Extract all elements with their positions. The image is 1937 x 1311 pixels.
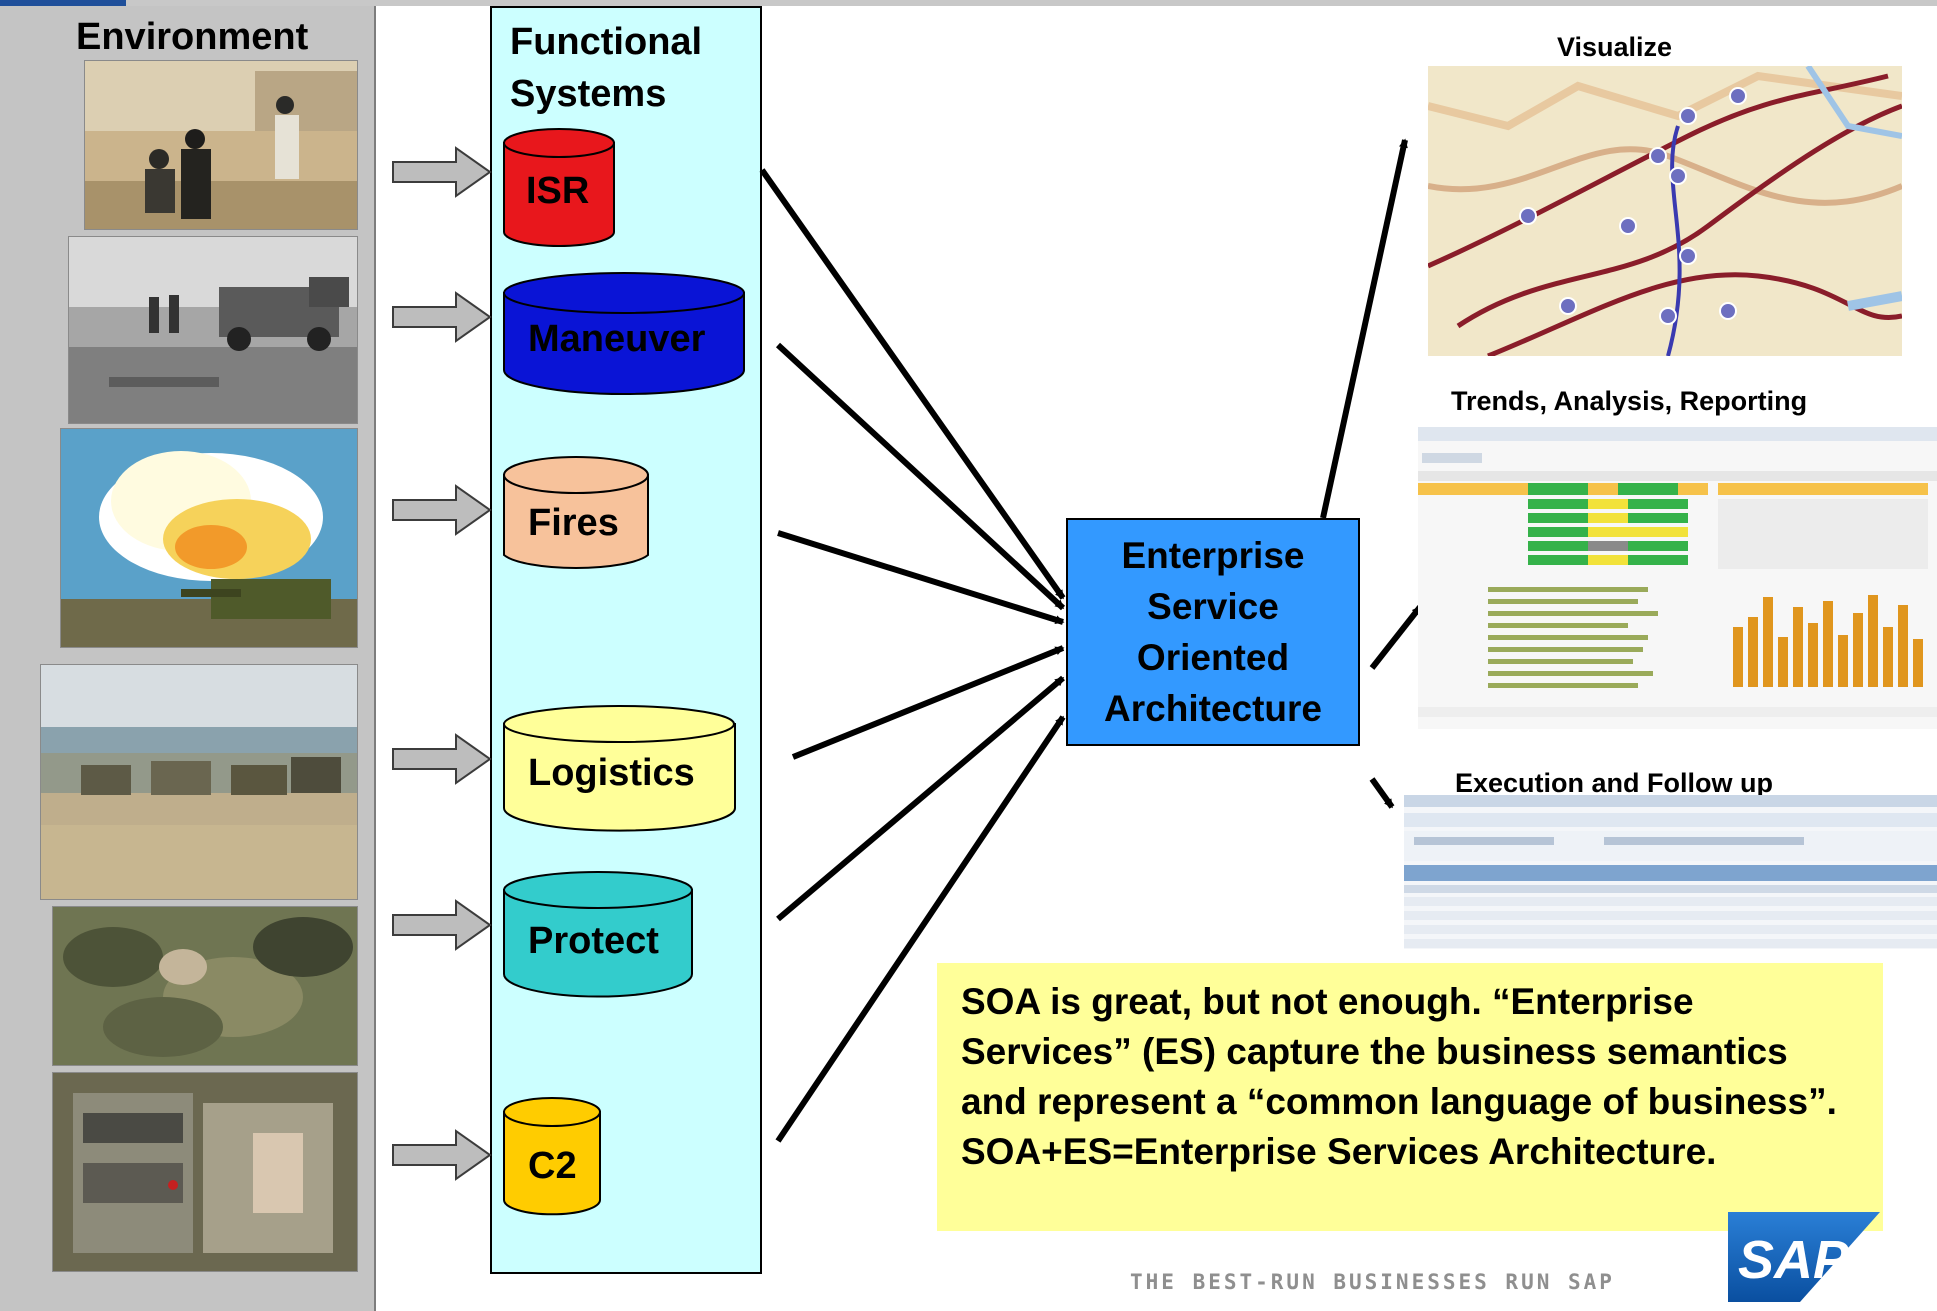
cylinder-c2-label: C2 bbox=[528, 1145, 577, 1187]
map-screenshot bbox=[1428, 66, 1902, 356]
input-arrows bbox=[392, 146, 492, 1181]
environment-photo-vehicles bbox=[40, 664, 358, 900]
arrow-esoa-to-visualize bbox=[1320, 138, 1408, 519]
cylinder-protect-label: Protect bbox=[528, 920, 659, 962]
cylinder-isr-label: ISR bbox=[526, 170, 590, 212]
arrow-esoa-to-execution bbox=[1369, 777, 1395, 809]
environment-photo-camouflage bbox=[52, 906, 358, 1066]
execution-screenshot bbox=[1404, 795, 1937, 949]
analytics-screenshot bbox=[1418, 427, 1937, 729]
input-arrow-maneuver bbox=[392, 291, 492, 343]
svg-text:SAP: SAP bbox=[1738, 1230, 1850, 1290]
functional-systems-title-line1: Functional bbox=[510, 21, 703, 63]
environment-photo-soldiers bbox=[84, 60, 358, 230]
soa-callout: SOA is great, but not enough. “Enterpris… bbox=[937, 963, 1883, 1231]
functional-systems-title-line2: Systems bbox=[510, 73, 667, 115]
top-bar bbox=[0, 0, 1937, 6]
environment-title: Environment bbox=[76, 16, 309, 58]
sap-logo: SAP bbox=[1728, 1208, 1880, 1306]
environment-photo-convoy bbox=[68, 236, 358, 424]
arrow-logistics-to-esoa bbox=[791, 645, 1065, 760]
enterprise-soa-line4: Architecture bbox=[1104, 688, 1322, 729]
arrow-isr-to-esoa bbox=[759, 168, 1066, 600]
cylinder-maneuver-label: Maneuver bbox=[528, 318, 706, 360]
enterprise-soa-box: Enterprise Service Oriented Architecture bbox=[1066, 518, 1360, 746]
input-arrow-logistics bbox=[392, 733, 492, 785]
cylinder-fires-label: Fires bbox=[528, 502, 619, 544]
input-arrow-c2 bbox=[392, 1129, 492, 1181]
functional-systems-title: Functional Systems bbox=[510, 16, 702, 120]
enterprise-soa-line3: Oriented bbox=[1136, 637, 1290, 678]
top-bar-accent bbox=[0, 0, 126, 6]
input-arrow-protect bbox=[392, 899, 492, 951]
arrow-protect-to-esoa bbox=[776, 675, 1065, 922]
input-arrow-isr bbox=[392, 146, 492, 198]
sap-tagline: THE BEST-RUN BUSINESSES RUN SAP bbox=[1130, 1270, 1615, 1294]
visualize-title: Visualize bbox=[1557, 32, 1673, 62]
environment-photo-artillery bbox=[60, 428, 358, 648]
enterprise-soa-line2: Service bbox=[1147, 586, 1279, 627]
arrow-maneuver-to-esoa bbox=[775, 342, 1066, 611]
input-arrow-fires bbox=[392, 484, 492, 536]
cylinder-logistics-label: Logistics bbox=[528, 752, 695, 794]
arrow-esoa-to-trends bbox=[1369, 605, 1423, 670]
execution-title: Execution and Follow up bbox=[1455, 768, 1774, 798]
arrow-fires-to-esoa bbox=[777, 530, 1065, 625]
trends-title: Trends, Analysis, Reporting bbox=[1451, 386, 1808, 416]
enterprise-soa-line1: Enterprise bbox=[1121, 535, 1305, 576]
environment-photo-command-post bbox=[52, 1072, 358, 1272]
